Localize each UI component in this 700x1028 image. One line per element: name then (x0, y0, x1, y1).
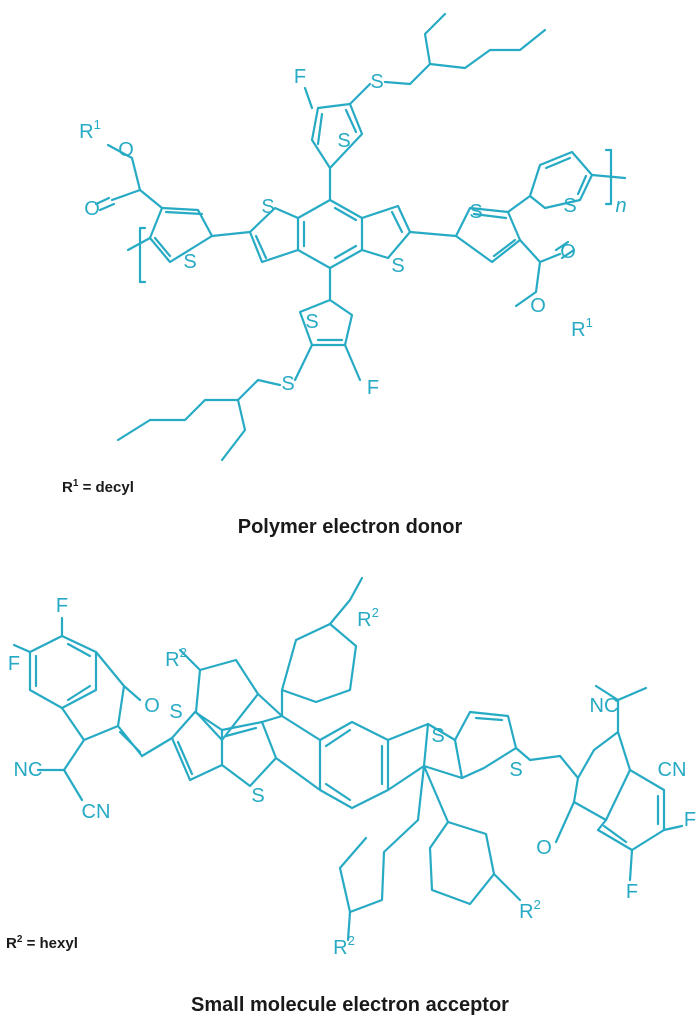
atom-s: S (509, 759, 522, 781)
acceptor-r-group: R2 (165, 645, 187, 672)
donor-end-thiophene (528, 150, 594, 210)
acceptor-right-vinyl (528, 754, 580, 780)
acceptor-phenyl-upper-left (194, 658, 260, 742)
donor-r-group-left: R1 (79, 117, 101, 144)
donor-right-repeat-bracket (604, 148, 613, 206)
atom-s: S (261, 196, 274, 218)
acceptor-phenyl-lower-left (338, 818, 420, 914)
atom-f: F (367, 377, 379, 399)
atom-f: F (626, 881, 638, 903)
small-molecule-acceptor-structure: S S S S F F F F O O NC CN NC CN R2 R2 R2… (8, 576, 696, 960)
atom-s: S (169, 701, 182, 723)
acceptor-r-group: R2 (357, 605, 379, 632)
acceptor-r-group: R2 (519, 897, 541, 924)
atom-s: S (337, 130, 350, 152)
atom-s: S (305, 311, 318, 333)
atom-o: O (84, 198, 100, 220)
atom-o: O (530, 295, 546, 317)
atom-s: S (469, 201, 482, 223)
bdt-benzene-double-bonds (302, 206, 358, 260)
acceptor-left-difluorobenzene (28, 634, 98, 710)
atom-s: S (370, 71, 383, 93)
atom-s: S (183, 251, 196, 273)
atom-f: F (56, 595, 68, 617)
donor-title: Polymer electron donor (237, 516, 463, 538)
polymer-donor-structure: S S S S S S S S S F F O O O O n R1 R1 (79, 12, 627, 462)
atom-f: F (8, 653, 20, 675)
atom-o: O (118, 139, 134, 161)
donor-lower-side-thiophene (298, 266, 354, 347)
acceptor-left-thienothiophene (170, 710, 278, 788)
atom-s: S (563, 195, 576, 217)
acceptor-right-thienothiophene (453, 710, 532, 780)
donor-r-group-right: R1 (571, 315, 593, 342)
donor-right-ester-thiophene (408, 206, 522, 264)
atom-nc: NC (590, 695, 619, 717)
donor-left-repeat-bracket (126, 226, 152, 284)
acceptor-phenyl-upper-right (280, 622, 358, 704)
atom-o: O (560, 241, 576, 263)
donor-upper-side-thiophene (310, 102, 364, 202)
atom-s: S (281, 373, 294, 395)
atom-o: O (144, 695, 160, 717)
acceptor-right-difluorobenzene (596, 768, 666, 852)
atom-s: S (251, 785, 264, 807)
atom-s: S (431, 725, 444, 747)
atom-nc: NC (14, 759, 43, 781)
atom-cn: CN (82, 801, 111, 823)
acceptor-r-definition: R2 = hexyl (6, 934, 78, 952)
donor-left-ester-thiophene (148, 206, 252, 264)
donor-r-definition: R1 = decyl (62, 478, 134, 496)
donor-upper-alkyl-chain (348, 12, 547, 106)
atom-s: S (391, 255, 404, 277)
acceptor-phenyl-lower-right (428, 820, 496, 906)
atom-o: O (536, 837, 552, 859)
acceptor-r-group: R2 (333, 933, 355, 960)
atom-cn: CN (658, 759, 687, 781)
acceptor-right-indanone (572, 730, 632, 822)
donor-lower-alkyl-chain (116, 343, 314, 462)
atom-f: F (294, 66, 306, 88)
acceptor-core-fused-rings (260, 714, 464, 810)
acceptor-title: Small molecule electron acceptor (191, 994, 509, 1016)
repeat-index-n: n (615, 195, 626, 217)
atom-f: F (684, 809, 696, 831)
acceptor-left-vinyl (140, 736, 174, 758)
bdt-benzene-ring (296, 198, 364, 270)
